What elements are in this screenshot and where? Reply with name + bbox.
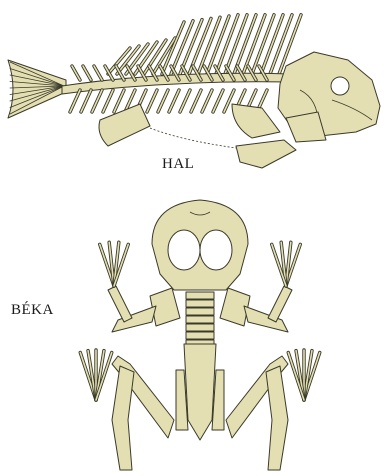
frog-skull — [152, 200, 248, 290]
spine-and-ribs — [62, 66, 292, 112]
fish-skull — [278, 52, 380, 142]
fish-label: HAL — [162, 156, 194, 173]
frog-label: BÉKA — [11, 302, 54, 319]
frog-pelvis — [176, 344, 224, 440]
fish-skeleton — [8, 15, 380, 168]
tail-fin — [8, 60, 66, 118]
ventral-fins — [99, 104, 296, 168]
frog-skeleton — [80, 200, 319, 470]
